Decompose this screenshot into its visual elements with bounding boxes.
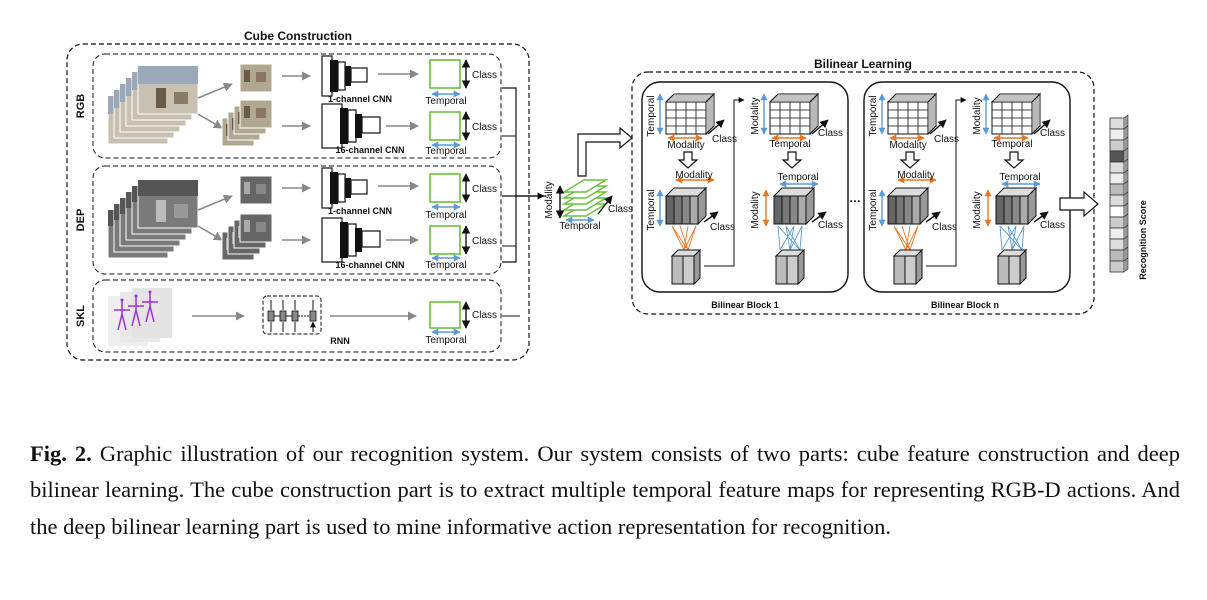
dep-thumb-single — [239, 175, 273, 205]
modality-label: Modality — [972, 191, 983, 228]
score-cell — [1109, 139, 1125, 152]
score-cell — [1109, 238, 1125, 251]
temporal-label: Temporal — [425, 335, 466, 346]
caption-text: Graphic illustration of our recognition … — [30, 441, 1180, 539]
recognition-score-vector: Recognition Score — [1109, 114, 1148, 280]
class-label: Class — [472, 310, 497, 321]
modality-label: Modality — [889, 140, 926, 151]
class-label: Class — [818, 220, 843, 231]
rgb-thumb-single — [239, 63, 273, 93]
bilinear-block-1-label: Bilinear Block 1 — [711, 300, 779, 310]
score-cell — [1109, 150, 1125, 163]
score-cell — [1109, 205, 1125, 218]
recognition-score-label: Recognition Score — [1138, 200, 1148, 280]
bilinear-block-1: Bilinear Block 1 Temporal Modality Class… — [641, 81, 849, 310]
rgb-cnn-1-label: 1-channel CNN — [328, 94, 392, 104]
blocks-ellipsis: … — [849, 191, 861, 205]
score-cell — [1109, 128, 1125, 141]
dep-cnn-1 — [321, 167, 368, 209]
dep-feature-map-16: Class Temporal — [425, 225, 497, 271]
modality-label: Modality — [972, 97, 983, 134]
rgb-cnn-1 — [321, 55, 368, 97]
temporal-label: Temporal — [425, 146, 466, 157]
class-label: Class — [1040, 220, 1065, 231]
rgb-cnn-16-label: 16-channel CNN — [335, 145, 404, 155]
temporal-label: Temporal — [769, 139, 810, 150]
to-bilinear-arrow — [577, 126, 633, 177]
modality-label: Modality — [750, 97, 761, 134]
rnn-label: RNN — [330, 336, 350, 346]
dep-feature-map-1: Class Temporal — [425, 173, 497, 221]
temporal-label: Temporal — [777, 172, 818, 183]
class-label: Class — [472, 122, 497, 133]
class-label: Class — [472, 184, 497, 195]
dep-cnn-16 — [321, 217, 381, 263]
rgb-cnn-16 — [321, 103, 381, 149]
row-label-dep: DEP — [75, 209, 87, 232]
bilinear-block-n-label: Bilinear Block n — [931, 300, 999, 310]
temporal-label: Temporal — [868, 95, 879, 136]
bilinear-learning-panel: Bilinear Learning Bilinear Block 1 Tempo… — [631, 57, 1095, 315]
dep-frames — [107, 179, 199, 259]
class-label: Class — [472, 70, 497, 81]
temporal-label: Temporal — [425, 260, 466, 271]
rgb-frames — [107, 65, 199, 145]
score-cell — [1109, 183, 1125, 196]
skeleton-frames — [108, 288, 172, 346]
score-cell — [1109, 249, 1125, 262]
figure-caption: Fig. 2. Graphic illustration of our reco… — [30, 436, 1180, 545]
skl-row: SKL RNN — [75, 279, 502, 353]
modality-label: Modality — [675, 170, 712, 181]
score-cell — [1109, 216, 1125, 229]
temporal-label: Temporal — [646, 189, 657, 230]
class-label: Class — [934, 134, 959, 145]
row-label-rgb: RGB — [75, 94, 87, 119]
cube-construction-title: Cube Construction — [244, 29, 352, 43]
modality-label: Modality — [750, 191, 761, 228]
modality-label: Modality — [667, 140, 704, 151]
merged-feature-cube: Modality Temporal Class — [544, 179, 633, 232]
rgb-thumb-stack — [221, 99, 273, 147]
temporal-label: Temporal — [425, 96, 466, 107]
caption-label: Fig. 2. — [30, 441, 92, 466]
class-label: Class — [1040, 128, 1065, 139]
merged-class-label: Class — [608, 204, 633, 215]
score-cell — [1109, 194, 1125, 207]
score-cell — [1109, 260, 1125, 273]
merged-modality-label: Modality — [544, 181, 555, 218]
dep-cnn-1-label: 1-channel CNN — [328, 206, 392, 216]
dep-cnn-16-label: 16-channel CNN — [335, 260, 404, 270]
merged-temporal-label: Temporal — [559, 221, 600, 232]
score-cell — [1109, 117, 1125, 130]
skl-feature-map: Class Temporal — [425, 301, 497, 346]
class-label: Class — [472, 236, 497, 247]
score-cell — [1109, 161, 1125, 174]
dep-thumb-stack — [221, 213, 273, 261]
temporal-label: Temporal — [999, 172, 1040, 183]
score-cell — [1109, 172, 1125, 185]
rnn-block — [262, 295, 322, 335]
class-label: Class — [818, 128, 843, 139]
bilinear-block-n: Bilinear Block n Temporal Modality Class… — [863, 81, 1071, 310]
class-label: Class — [932, 222, 957, 233]
cube-construction-panel: Cube Construction RGB 1-channel CNN 16-c… — [66, 29, 546, 361]
row-label-skl: SKL — [75, 305, 87, 327]
rgb-feature-map-1: Class Temporal — [425, 59, 497, 107]
temporal-label: Temporal — [868, 189, 879, 230]
score-cell — [1109, 227, 1125, 240]
rgb-feature-map-16: Class Temporal — [425, 111, 497, 157]
class-label: Class — [710, 222, 735, 233]
modality-label: Modality — [897, 170, 934, 181]
bilinear-learning-title: Bilinear Learning — [814, 57, 912, 71]
temporal-label: Temporal — [991, 139, 1032, 150]
to-score-arrow — [1059, 190, 1099, 218]
rgb-row: RGB 1-channel CNN 16-channel CNN Class — [75, 53, 502, 159]
class-label: Class — [712, 134, 737, 145]
temporal-label: Temporal — [425, 210, 466, 221]
temporal-label: Temporal — [646, 95, 657, 136]
dep-row: DEP 1-channel CNN 16-channel CNN Class — [75, 165, 502, 275]
